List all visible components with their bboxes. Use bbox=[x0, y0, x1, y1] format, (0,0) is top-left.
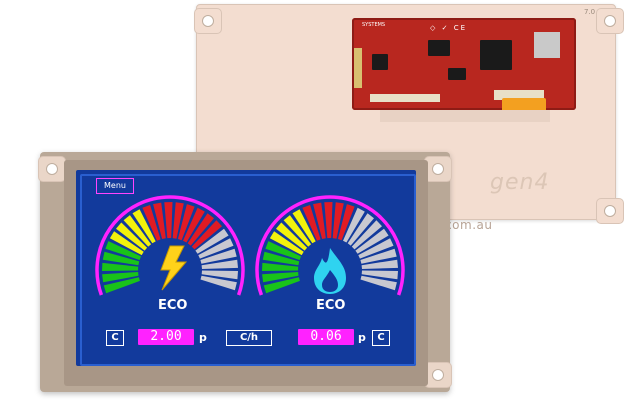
mount-tab bbox=[194, 8, 222, 34]
gauge-segment bbox=[262, 272, 299, 283]
lightning-bolt-icon bbox=[160, 245, 188, 291]
mount-hole bbox=[432, 163, 444, 175]
gauge-segment bbox=[276, 222, 308, 251]
left-unit-button[interactable]: C bbox=[106, 330, 124, 346]
sd-card-slot bbox=[534, 32, 560, 58]
gauge-segment bbox=[351, 220, 382, 250]
gauge-segment bbox=[355, 228, 389, 254]
rate-unit-button[interactable]: C/h bbox=[226, 330, 272, 346]
gauge-segment bbox=[187, 213, 214, 246]
brand-logo: gen4 bbox=[490, 170, 550, 195]
gauge-segment bbox=[361, 270, 398, 280]
mount-hole bbox=[604, 15, 616, 27]
mount-hole bbox=[432, 369, 444, 381]
pcb-certification-marks: ◇ ✓ CE bbox=[430, 24, 468, 32]
gauge-segment bbox=[360, 275, 397, 291]
gauge-segment bbox=[265, 241, 301, 260]
right-value-display: 0.06 bbox=[298, 329, 354, 345]
gauge-segment bbox=[103, 277, 140, 294]
mount-tab bbox=[596, 8, 624, 34]
gauge-segment bbox=[102, 262, 139, 271]
mount-hole bbox=[604, 205, 616, 217]
gauge-segment bbox=[183, 207, 205, 243]
left-eco-label: ECO bbox=[158, 298, 188, 313]
gauge-segment bbox=[269, 231, 304, 256]
gauge-segment bbox=[191, 220, 222, 250]
gauge-segment bbox=[172, 202, 184, 239]
left-value-display: 2.00 bbox=[138, 329, 194, 345]
gauge-segment bbox=[102, 272, 139, 283]
gauge-segment bbox=[102, 251, 140, 266]
right-currency-label: p bbox=[358, 331, 366, 344]
gauge-ring bbox=[95, 195, 245, 296]
small-chip bbox=[372, 54, 388, 70]
gauge-segment bbox=[313, 202, 326, 239]
header-pins bbox=[354, 48, 362, 88]
gauge-segment bbox=[201, 259, 238, 269]
left-gauge bbox=[95, 195, 245, 296]
gauge-segment bbox=[343, 207, 365, 243]
circuit-board bbox=[352, 18, 576, 122]
pcb-brand: SYSTEMS bbox=[362, 22, 386, 28]
gauge-ring bbox=[255, 195, 405, 296]
gauge-segment bbox=[200, 275, 237, 291]
memory-chip bbox=[428, 40, 450, 56]
gauge-segment bbox=[105, 241, 141, 260]
gauge-segment bbox=[142, 205, 161, 241]
processor-chip bbox=[480, 40, 512, 70]
menu-button[interactable]: Menu bbox=[96, 178, 134, 194]
gauge-segment bbox=[302, 205, 321, 241]
mount-tab bbox=[596, 198, 624, 224]
gauge-segment bbox=[116, 222, 148, 251]
ribbon-connector bbox=[494, 90, 544, 100]
gauge-segment bbox=[164, 202, 173, 239]
mount-hole bbox=[46, 163, 58, 175]
gas-flame-icon bbox=[314, 248, 346, 294]
left-currency-label: p bbox=[199, 331, 207, 344]
gauge-segment bbox=[123, 215, 152, 247]
gauge-segment bbox=[198, 238, 234, 259]
gauge-segment bbox=[177, 204, 195, 241]
gauge-segment bbox=[324, 202, 333, 239]
gauge-segment bbox=[347, 213, 374, 246]
gauge-segment bbox=[332, 202, 344, 239]
gauge-segment bbox=[153, 202, 166, 239]
screen-border bbox=[80, 174, 416, 366]
gauge-segment bbox=[200, 248, 237, 264]
mount-tab bbox=[38, 156, 66, 182]
gauge-segment bbox=[132, 209, 156, 244]
gauge-segment bbox=[262, 251, 300, 266]
small-chip bbox=[448, 68, 466, 80]
cable-slot bbox=[380, 110, 550, 122]
right-eco-label: ECO bbox=[316, 298, 346, 313]
right-gauge bbox=[255, 195, 405, 296]
revision-label: 7.0 bbox=[584, 8, 596, 16]
gauge-segment bbox=[283, 215, 312, 247]
mount-hole bbox=[202, 15, 214, 27]
ribbon-connector bbox=[370, 94, 440, 102]
gauge-segment bbox=[361, 259, 398, 269]
right-unit-button[interactable]: C bbox=[372, 330, 390, 346]
gauge-segment bbox=[195, 228, 229, 254]
gauge-segment bbox=[360, 248, 397, 264]
mount-tab bbox=[424, 362, 452, 388]
gauge-segment bbox=[337, 204, 355, 241]
gauge-segment bbox=[292, 209, 316, 244]
gauge-segment bbox=[358, 238, 394, 259]
gauge-segment bbox=[263, 277, 300, 294]
gauge-segment bbox=[109, 231, 144, 256]
gauge-segment bbox=[262, 262, 299, 271]
gauge-segment bbox=[201, 270, 238, 280]
